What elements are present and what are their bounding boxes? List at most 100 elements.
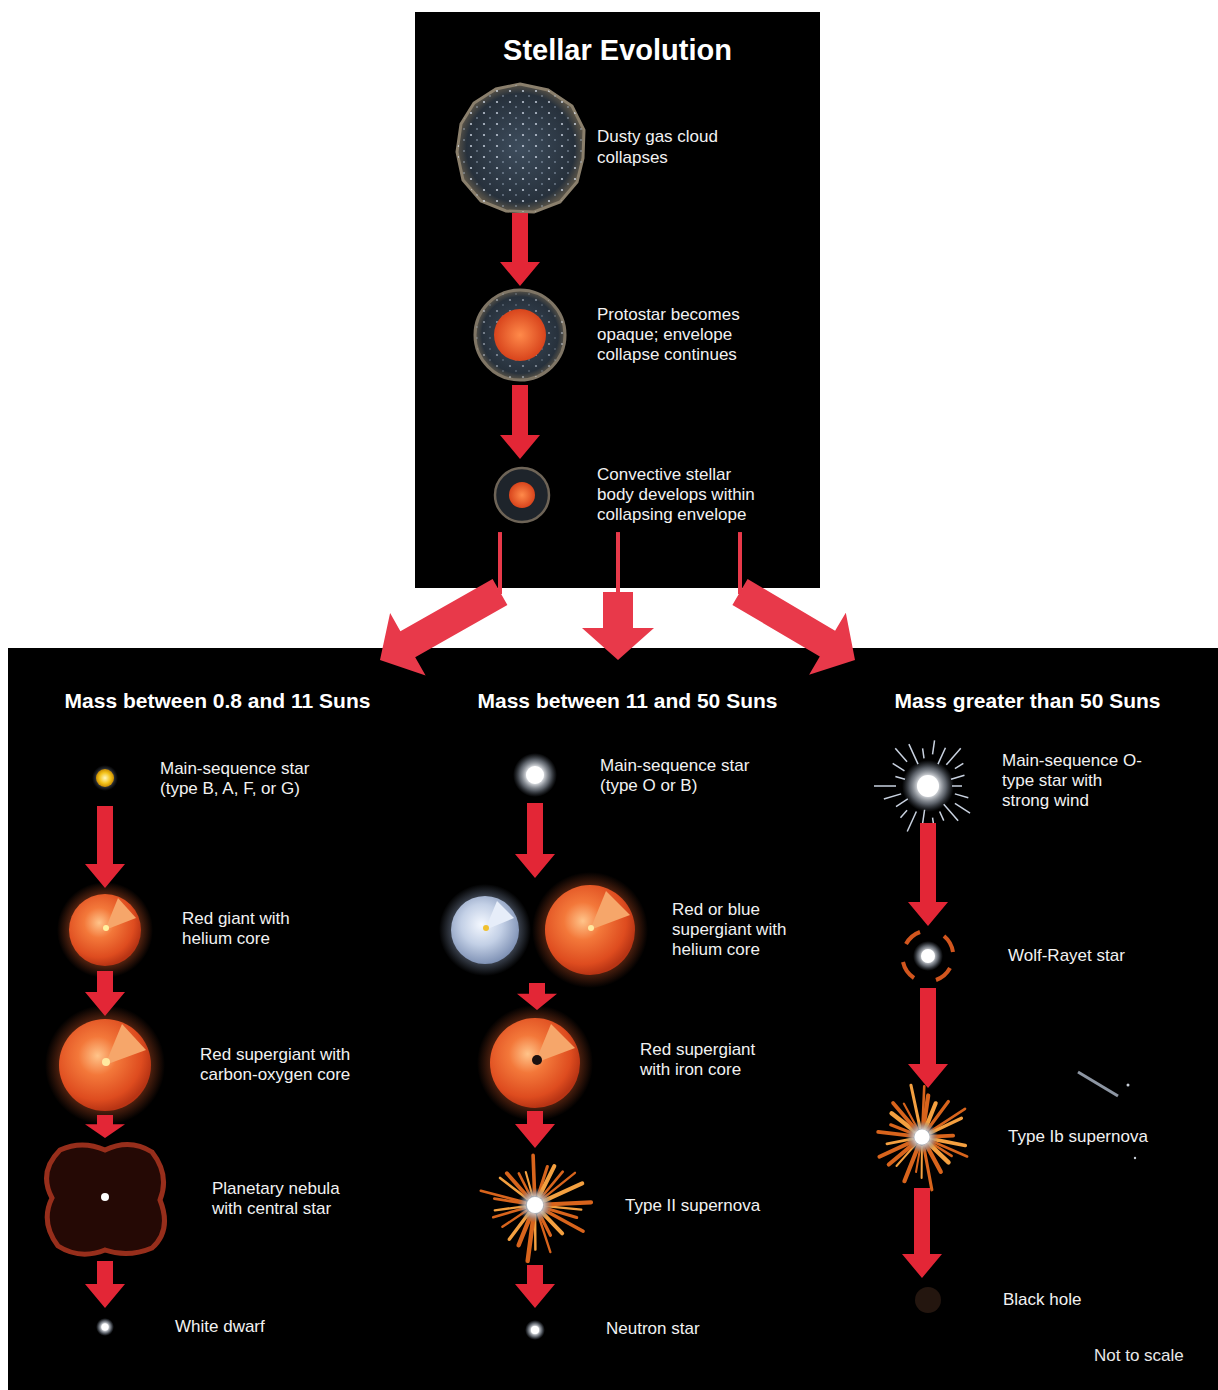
arrow-shape bbox=[908, 823, 948, 926]
flow-arrow bbox=[902, 1188, 942, 1278]
arrow-stem bbox=[616, 532, 620, 594]
main-sequence-star bbox=[92, 765, 118, 791]
stage-box: Main-sequence star (type O or B) bbox=[435, 752, 820, 800]
wind-streak bbox=[907, 811, 916, 831]
column-heading: Mass greater than 50 Suns bbox=[845, 688, 1210, 713]
flow-arrow bbox=[85, 1115, 125, 1138]
stage-box: Neutron star bbox=[435, 1310, 820, 1348]
column-heading: Mass between 0.8 and 11 Suns bbox=[15, 688, 420, 713]
mass-column: Mass greater than 50 SunsMain-sequence O… bbox=[845, 660, 1210, 1385]
red-supergiant bbox=[45, 1005, 165, 1125]
white-dwarf bbox=[96, 1318, 114, 1336]
arrow-shape bbox=[902, 1188, 942, 1278]
stage-label: Main-sequence O-type star with strong wi… bbox=[1002, 751, 1152, 811]
stage-box: Red supergiant with iron core bbox=[435, 1012, 820, 1108]
wind-streak bbox=[955, 763, 963, 768]
mass-column: Mass between 0.8 and 11 SunsMain-sequenc… bbox=[15, 660, 420, 1385]
bottom-panel bbox=[8, 648, 1218, 1390]
planetary-nebula bbox=[47, 1144, 165, 1254]
main-sequence-star bbox=[513, 753, 557, 797]
wind-streak bbox=[938, 748, 945, 764]
stage-label: Planetary nebula with central star bbox=[212, 1179, 372, 1219]
stage-box: Dusty gas cloud collapses bbox=[455, 85, 815, 210]
red-supergiant bbox=[532, 872, 648, 988]
stage-label: Red giant with helium core bbox=[182, 909, 322, 949]
stage-label: Dusty gas cloud collapses bbox=[597, 127, 767, 167]
black-hole bbox=[915, 1287, 941, 1313]
stage-box: Black hole bbox=[850, 1280, 1205, 1320]
flow-arrow bbox=[582, 532, 654, 660]
flow-arrow bbox=[908, 988, 948, 1088]
stage-box: Main-sequence star (type B, A, F, or G) bbox=[20, 755, 415, 803]
red-giant bbox=[57, 882, 153, 978]
dust-cloud bbox=[457, 84, 584, 212]
note-label: Not to scale bbox=[1094, 1346, 1184, 1366]
flow-arrow bbox=[517, 983, 557, 1010]
stage-label: Convective stellar body develops within … bbox=[597, 465, 767, 525]
protostar bbox=[475, 290, 565, 380]
wind-streak bbox=[923, 748, 924, 758]
stage-box: Protostar becomes opaque; envelope colla… bbox=[455, 288, 815, 382]
wind-streak bbox=[955, 803, 970, 813]
flow-arrow bbox=[85, 806, 125, 888]
stage-box: White dwarf bbox=[20, 1310, 415, 1344]
stage-label: Red supergiant with iron core bbox=[640, 1040, 780, 1080]
stage-box: Planetary nebula with central star bbox=[20, 1140, 415, 1258]
wind-streak bbox=[933, 740, 935, 754]
arrow-shape bbox=[515, 1111, 555, 1148]
column-heading: Mass between 11 and 50 Suns bbox=[430, 688, 825, 713]
top-panel bbox=[415, 12, 820, 588]
stage-label: Protostar becomes opaque; envelope colla… bbox=[597, 305, 767, 365]
burst-core bbox=[527, 1197, 543, 1213]
stage-box: Red supergiant with carbon-oxygen core bbox=[20, 1018, 415, 1112]
burst-core bbox=[518, 1188, 553, 1223]
convective-body bbox=[495, 468, 549, 522]
flow-arrow bbox=[85, 1261, 125, 1308]
arrow-shape bbox=[85, 971, 125, 1016]
stage-label: Type Ib supernova bbox=[1008, 1127, 1188, 1147]
stage-box: Main-sequence O-type star with strong wi… bbox=[850, 742, 1205, 820]
stage-label: Red supergiant with carbon-oxygen core bbox=[200, 1045, 380, 1085]
flow-arrow bbox=[908, 823, 948, 926]
arrow-shape bbox=[380, 579, 507, 676]
wind-streak bbox=[895, 776, 905, 779]
o-type-star bbox=[874, 740, 970, 831]
wind-streak bbox=[940, 811, 944, 820]
stage-label: Red or blue supergiant with helium core bbox=[672, 900, 816, 960]
wind-streak bbox=[952, 785, 962, 787]
stage-box: Red or blue supergiant with helium core bbox=[435, 880, 820, 980]
wind-streak bbox=[944, 804, 958, 821]
wind-streak bbox=[955, 794, 968, 798]
supernova bbox=[481, 1155, 591, 1261]
supernova bbox=[878, 1085, 967, 1190]
flow-arrow bbox=[732, 532, 855, 675]
wind-streak bbox=[893, 763, 905, 771]
arrow-shape bbox=[582, 592, 654, 660]
neutron-star bbox=[525, 1320, 545, 1340]
arrow-shape bbox=[517, 983, 557, 1010]
burst-core bbox=[914, 1129, 929, 1144]
arrow-shape bbox=[500, 385, 540, 459]
wind-streak bbox=[896, 799, 908, 807]
stage-label: Black hole bbox=[1003, 1290, 1143, 1310]
arrow-shape bbox=[85, 1115, 125, 1138]
flow-arrow bbox=[515, 1265, 555, 1308]
stage-label: Wolf-Rayet star bbox=[1008, 946, 1178, 966]
stage-box: Type II supernova bbox=[435, 1150, 820, 1262]
stage-box: Convective stellar body develops within … bbox=[455, 461, 815, 529]
stage-label: White dwarf bbox=[175, 1317, 315, 1337]
arrow-shape bbox=[85, 806, 125, 888]
wolf-rayet-star bbox=[903, 932, 953, 980]
arrow-shape bbox=[515, 1265, 555, 1308]
stage-label: Type II supernova bbox=[625, 1196, 795, 1216]
arrow-shape bbox=[732, 579, 855, 675]
stage-box: Wolf-Rayet star bbox=[850, 928, 1205, 985]
wind-streak bbox=[946, 748, 960, 765]
flow-arrow bbox=[500, 385, 540, 459]
flow-arrow bbox=[515, 1111, 555, 1148]
flow-arrow bbox=[380, 532, 507, 675]
stage-box: Type Ib supernova bbox=[850, 1090, 1205, 1185]
arrow-shape bbox=[908, 988, 948, 1088]
arrow-shape bbox=[500, 213, 540, 286]
